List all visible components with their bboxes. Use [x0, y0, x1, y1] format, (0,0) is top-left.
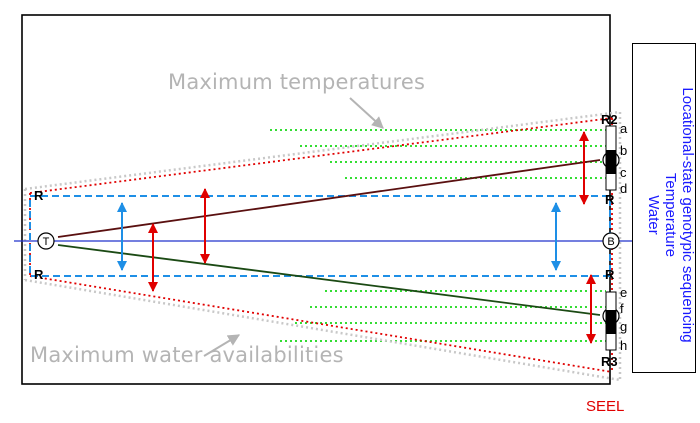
temperature-trajectory — [57, 159, 601, 238]
water-caption-pointer — [203, 334, 241, 357]
side-title-panel — [632, 43, 696, 373]
r-label-right-bottom: R — [605, 267, 615, 282]
r3-label: R3 — [601, 354, 618, 369]
scale-letter-f: f — [620, 301, 624, 316]
blue-range-arrows — [117, 202, 561, 271]
temperature-scale-bar — [605, 125, 617, 191]
node-b-label: B — [607, 236, 614, 248]
seel-label: SEEL — [586, 398, 625, 415]
node-left-t-label: T — [43, 236, 50, 248]
side-title-line-3: Water — [645, 195, 662, 235]
node-b: B — [602, 232, 620, 250]
r-region-dashed-rect — [29, 195, 611, 277]
r-label-left-bottom: R — [34, 267, 44, 282]
scale-letter-c: c — [620, 165, 627, 180]
temperature-threshold-lines — [270, 129, 606, 179]
scale-letter-d: d — [620, 181, 627, 196]
scale-letter-g: g — [620, 319, 627, 334]
water-threshold-lines — [280, 290, 606, 342]
node-left-t: T — [37, 232, 55, 250]
scale-letter-a: a — [620, 121, 628, 136]
scale-letter-h: h — [620, 338, 627, 353]
maximum-water-availabilities-caption: Maximum water availabilities — [30, 343, 344, 367]
maximum-envelope-gray — [23, 110, 622, 382]
water-scale-bar — [605, 291, 617, 351]
maximum-envelope-red — [29, 117, 613, 373]
side-title-line-2: Temperature — [662, 172, 679, 258]
side-title: Locational-state genotypic sequencing Te… — [645, 52, 696, 378]
scale-letter-b: b — [620, 143, 627, 158]
temperature-caption-pointer — [349, 97, 384, 129]
water-trajectory — [57, 244, 601, 316]
r2-label: R2 — [601, 112, 618, 127]
maximum-temperatures-caption: Maximum temperatures — [168, 70, 426, 94]
red-range-arrows — [148, 131, 596, 344]
scale-letter-e: e — [620, 285, 627, 300]
r-label-right-top: R — [605, 192, 615, 207]
r-label-left-top: R — [34, 188, 44, 203]
side-title-line-1: Locational-state genotypic sequencing — [679, 87, 696, 343]
water-scale-letters: e f g h — [620, 285, 627, 353]
temperature-scale-letters: a b c d — [620, 121, 628, 196]
